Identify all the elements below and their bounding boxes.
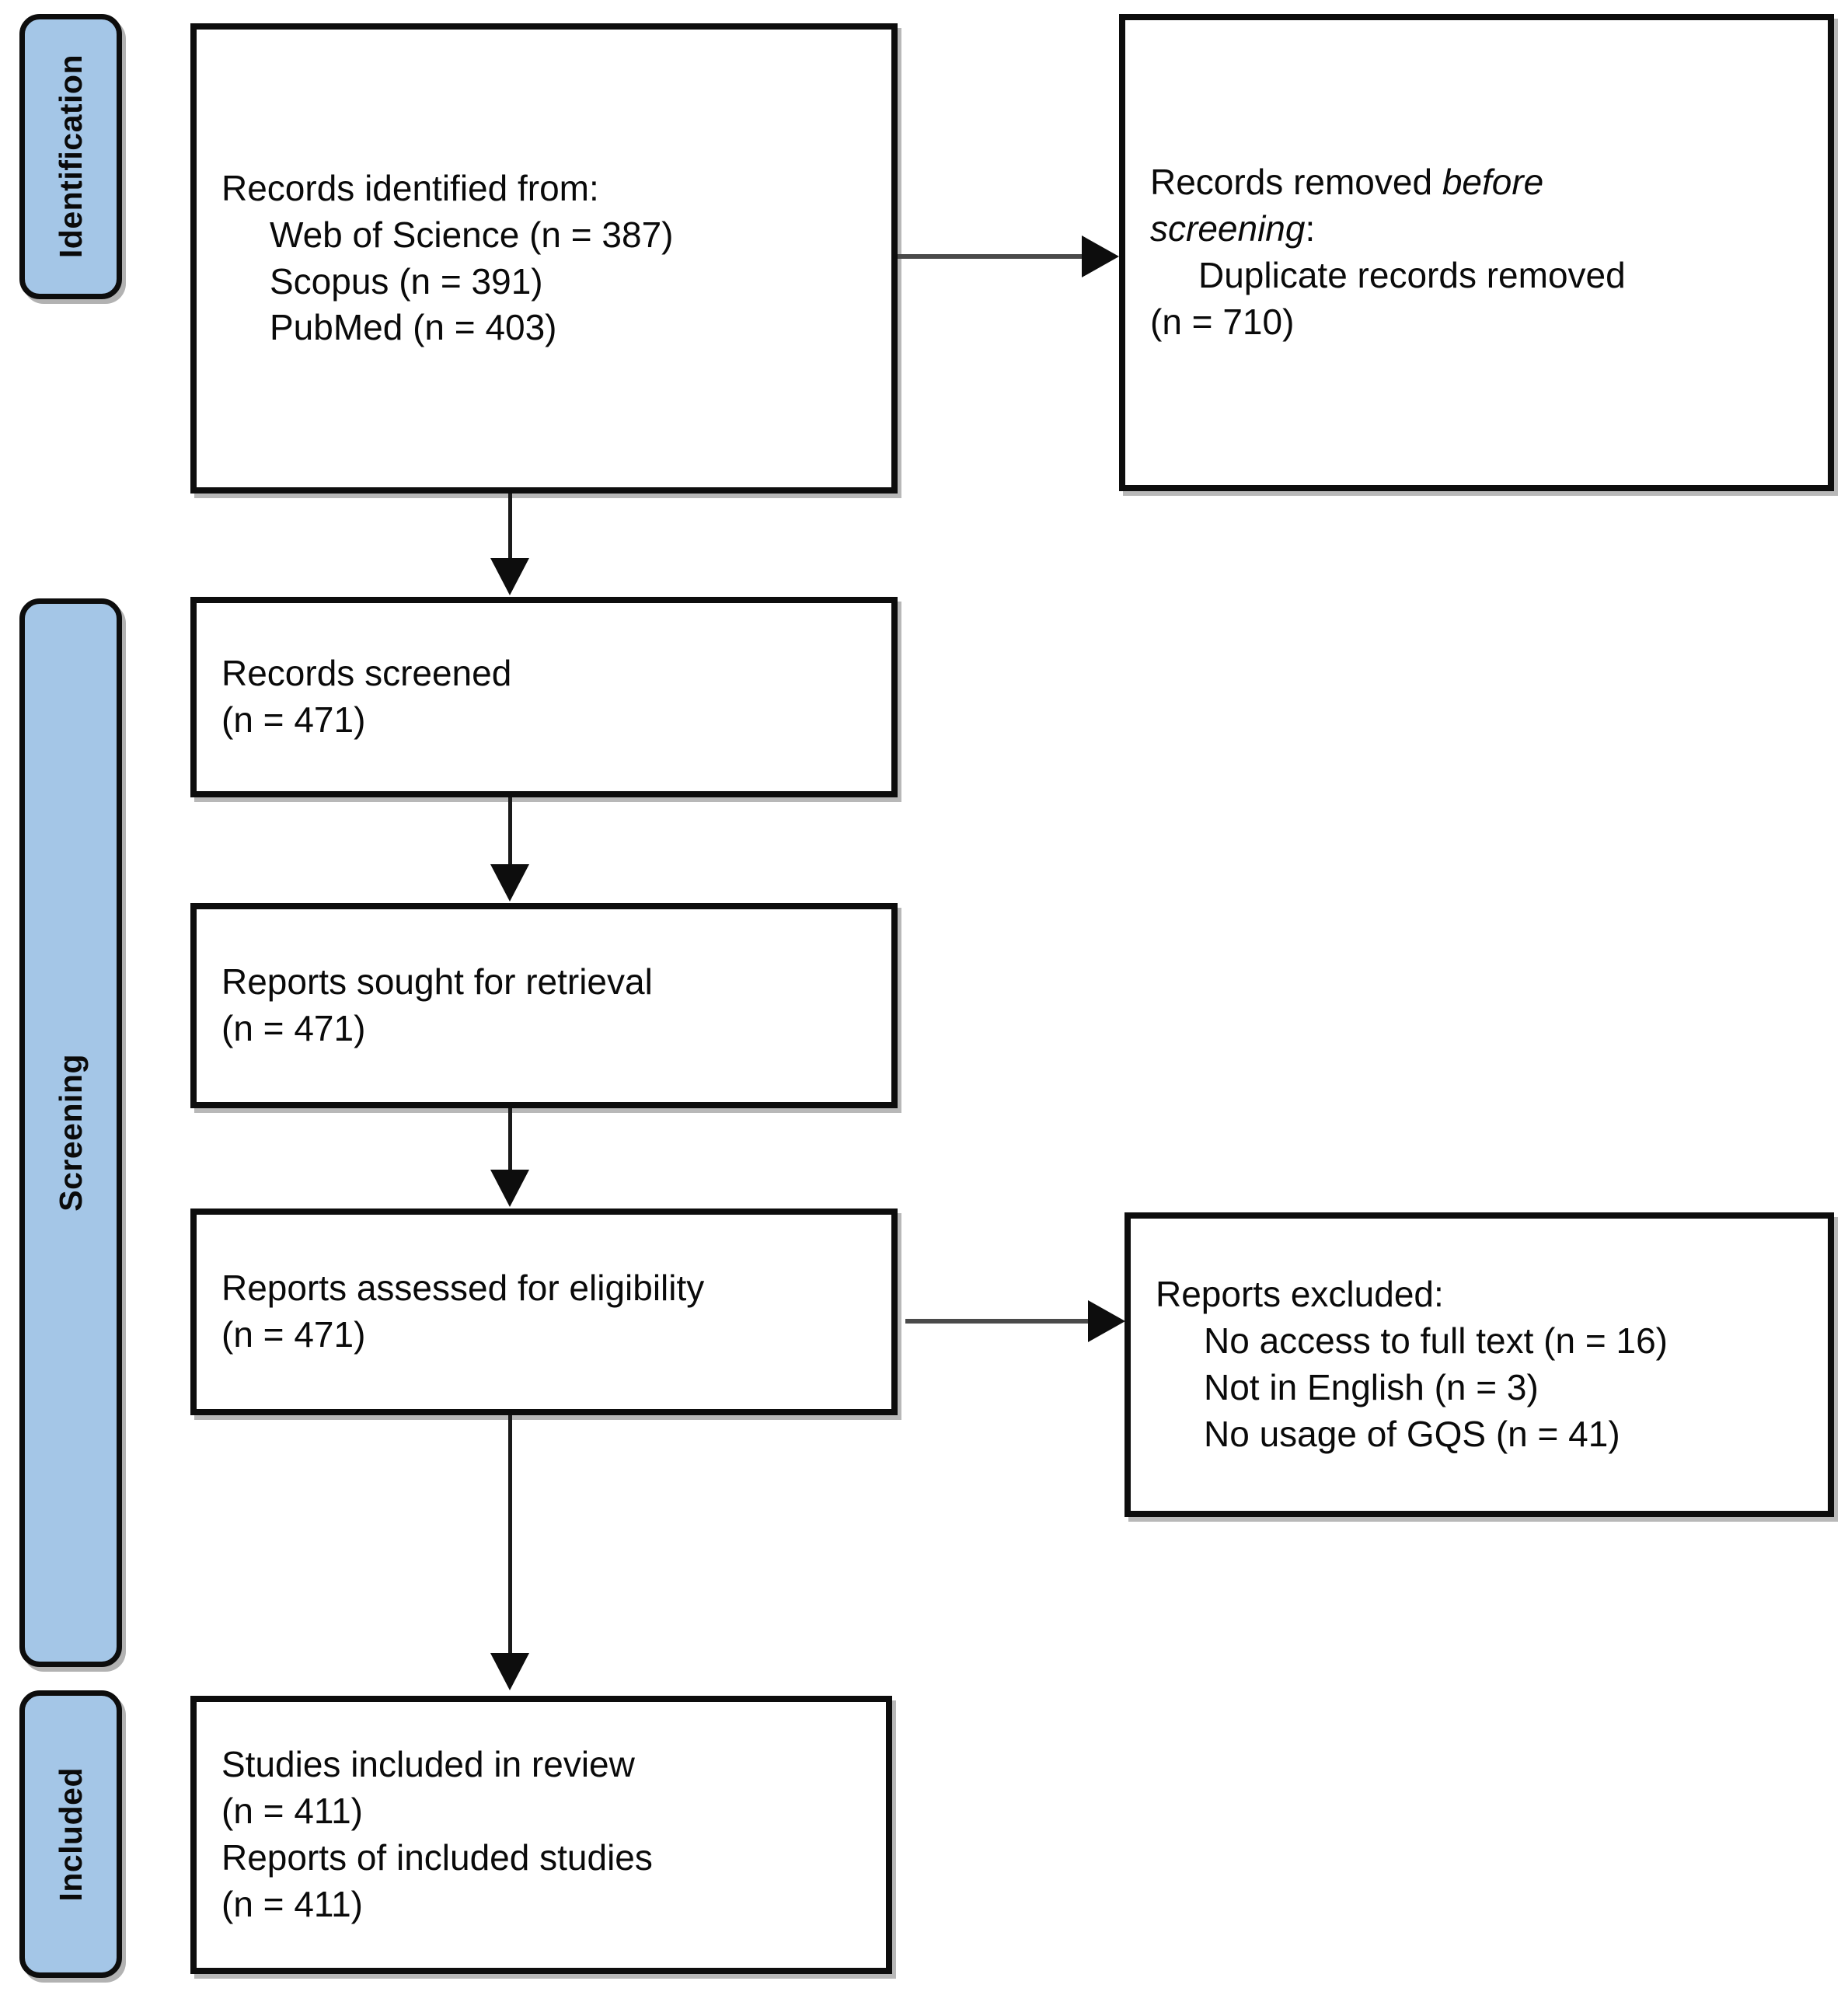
arrow-assessed-to-included-head bbox=[490, 1653, 529, 1690]
records-identified-source-1: Web of Science (n = 387) bbox=[270, 214, 674, 255]
box-records-identified-content: Records identified from: Web of Science … bbox=[197, 166, 891, 351]
studies-included-label: Studies included in review bbox=[221, 1744, 635, 1785]
records-identified-source-2: Scopus (n = 391) bbox=[270, 260, 543, 302]
phase-label-screening-text: Screening bbox=[52, 1054, 89, 1212]
phase-label-identification: Identification bbox=[19, 14, 122, 299]
records-removed-heading-pre: Records removed bbox=[1150, 162, 1442, 203]
records-removed-heading-emphasis-2: screening bbox=[1150, 208, 1306, 249]
box-studies-included-content: Studies included in review (n = 411) Rep… bbox=[197, 1742, 886, 1927]
records-removed-heading-line-2: screening: bbox=[1150, 206, 1814, 253]
records-removed-item-2: (n = 710) bbox=[1150, 301, 1295, 342]
box-records-removed: Records removed before screening: Duplic… bbox=[1119, 14, 1834, 491]
records-identified-heading: Records identified from: bbox=[221, 167, 599, 208]
arrow-sought-to-assessed-line bbox=[508, 1108, 512, 1173]
reports-sought-label: Reports sought for retrieval bbox=[221, 961, 653, 1003]
arrow-assessed-to-excluded-head bbox=[1088, 1300, 1125, 1342]
reports-sought-count: (n = 471) bbox=[221, 1008, 366, 1048]
box-records-screened: Records screened (n = 471) bbox=[190, 597, 898, 797]
phase-label-identification-text: Identification bbox=[52, 54, 89, 259]
records-removed-heading-line-1: Records removed before bbox=[1150, 159, 1814, 206]
box-reports-excluded: Reports excluded: No access to full text… bbox=[1124, 1212, 1834, 1517]
box-reports-assessed: Reports assessed for eligibility (n = 47… bbox=[190, 1209, 898, 1415]
reports-of-included-count: (n = 411) bbox=[221, 1883, 363, 1924]
box-studies-included: Studies included in review (n = 411) Rep… bbox=[190, 1696, 892, 1974]
arrow-assessed-to-included-line bbox=[508, 1415, 512, 1656]
arrow-identified-to-screened-line bbox=[508, 494, 512, 560]
arrow-screened-to-sought-head bbox=[490, 864, 529, 902]
phase-label-included-text: Included bbox=[52, 1767, 89, 1902]
reports-of-included-label: Reports of included studies bbox=[221, 1837, 653, 1878]
records-removed-item-1: Duplicate records removed bbox=[1198, 255, 1626, 295]
box-reports-excluded-content: Reports excluded: No access to full text… bbox=[1131, 1271, 1828, 1457]
reports-excluded-heading: Reports excluded: bbox=[1156, 1274, 1444, 1315]
arrow-identified-to-removed-head bbox=[1082, 235, 1119, 277]
arrow-sought-to-assessed-head bbox=[490, 1170, 529, 1207]
reports-excluded-reason-2: Not in English (n = 3) bbox=[1204, 1367, 1539, 1407]
reports-assessed-label: Reports assessed for eligibility bbox=[221, 1268, 705, 1309]
arrow-screened-to-sought-line bbox=[508, 797, 512, 867]
box-records-screened-content: Records screened (n = 471) bbox=[197, 650, 891, 744]
records-screened-count: (n = 471) bbox=[221, 699, 366, 740]
box-records-identified: Records identified from: Web of Science … bbox=[190, 23, 898, 494]
box-reports-sought-content: Reports sought for retrieval (n = 471) bbox=[197, 959, 891, 1052]
records-removed-heading-post: : bbox=[1305, 208, 1316, 249]
phase-label-screening: Screening bbox=[19, 598, 122, 1667]
studies-included-count: (n = 411) bbox=[221, 1791, 363, 1832]
arrow-identified-to-removed-line bbox=[898, 254, 1084, 259]
box-records-removed-content: Records removed before screening: Duplic… bbox=[1125, 159, 1828, 345]
arrow-identified-to-screened-head bbox=[490, 558, 529, 595]
records-screened-label: Records screened bbox=[221, 653, 512, 694]
box-reports-sought: Reports sought for retrieval (n = 471) bbox=[190, 903, 898, 1108]
records-identified-source-3: PubMed (n = 403) bbox=[270, 307, 557, 348]
reports-excluded-reason-1: No access to full text (n = 16) bbox=[1204, 1320, 1668, 1362]
reports-excluded-reason-3: No usage of GQS (n = 41) bbox=[1204, 1413, 1620, 1454]
reports-assessed-count: (n = 471) bbox=[221, 1314, 366, 1355]
arrow-assessed-to-excluded-line bbox=[905, 1319, 1092, 1324]
phase-label-included: Included bbox=[19, 1690, 122, 1978]
records-removed-heading-emphasis: before bbox=[1442, 162, 1544, 203]
box-reports-assessed-content: Reports assessed for eligibility (n = 47… bbox=[197, 1265, 891, 1358]
